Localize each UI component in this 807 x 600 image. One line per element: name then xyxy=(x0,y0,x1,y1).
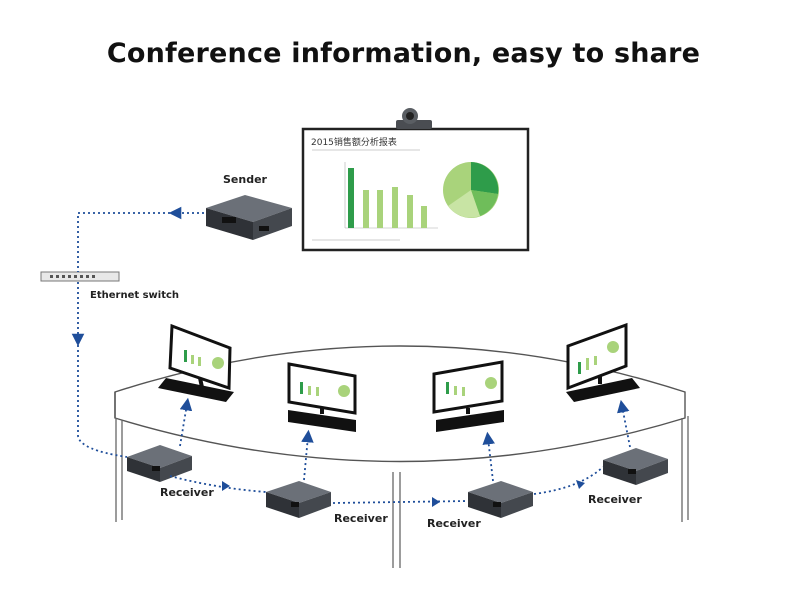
receiver-monitor xyxy=(566,322,640,402)
receiver-label-2: Receiver xyxy=(334,512,388,525)
receiver-device xyxy=(127,445,192,482)
conference-table xyxy=(114,345,689,568)
receiver-device xyxy=(266,481,331,518)
receiver-device xyxy=(468,481,533,518)
main-display xyxy=(301,108,530,252)
link-arrowheads xyxy=(222,480,585,507)
page-title: Conference information, easy to share xyxy=(106,38,701,69)
receiver-monitor xyxy=(432,360,504,432)
sender-label: Sender xyxy=(223,173,267,186)
link-rx2-to-monitor xyxy=(301,429,314,481)
main-display-chart xyxy=(344,162,438,229)
main-display-pie xyxy=(443,162,499,218)
link-rx4-to-monitor xyxy=(617,399,631,448)
link-switch-top xyxy=(77,212,175,272)
link-rx1-to-monitor xyxy=(179,397,193,447)
receiver-monitor xyxy=(158,323,234,402)
link-receiver-3-to-4 xyxy=(533,466,604,495)
receiver-label-3: Receiver xyxy=(427,517,481,530)
sender-device xyxy=(206,195,292,240)
receiver-label-1: Receiver xyxy=(160,486,214,499)
screen-heading: 2015销售额分析报表 xyxy=(311,138,397,148)
receiver-label-4: Receiver xyxy=(588,493,642,506)
network-links xyxy=(71,206,631,504)
switch-label: Ethernet switch xyxy=(90,290,180,301)
receiver-monitor xyxy=(287,362,357,432)
receiver-device xyxy=(603,448,668,485)
ethernet-switch xyxy=(40,271,120,282)
link-switch-to-receiver xyxy=(77,340,128,458)
camera-icon xyxy=(396,108,432,129)
link-rx3-to-monitor xyxy=(482,431,495,482)
